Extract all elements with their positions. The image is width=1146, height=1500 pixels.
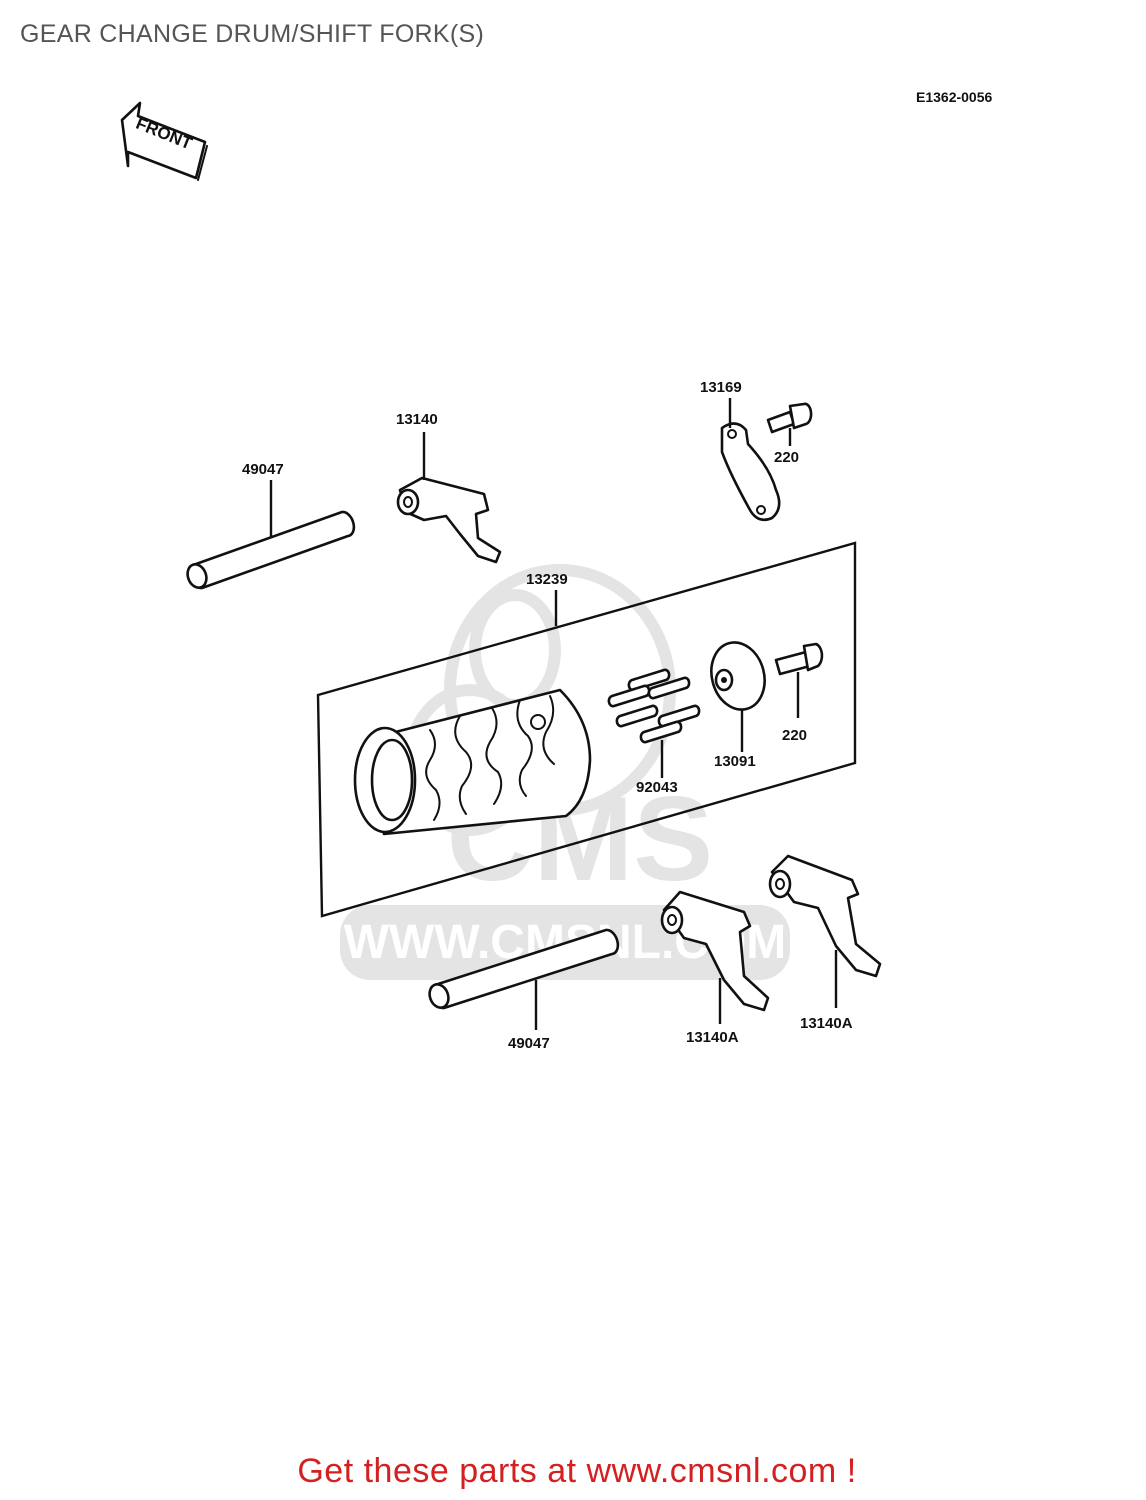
label-shift-rod-upper: 49047 [242, 461, 284, 478]
label-shift-fork-lower-a: 13140A [686, 1029, 739, 1046]
label-shift-rod-lower: 49047 [508, 1035, 550, 1052]
drum-pins: 92043 [607, 668, 701, 796]
shift-rod-lower: 49047 [428, 928, 620, 1052]
page-title: GEAR CHANGE DRUM/SHIFT FORK(S) [20, 20, 485, 48]
label-change-drum: 13239 [526, 571, 568, 588]
shift-rod-upper: 49047 [186, 461, 356, 590]
diagram-code: E1362-0056 [916, 89, 993, 105]
gear-change-drum [353, 688, 592, 836]
footer-link[interactable]: Get these parts at www.cmsnl.com ! [0, 1452, 1146, 1491]
label-pin-plate: 13091 [714, 753, 756, 770]
label-bolt-stopper: 220 [774, 449, 799, 466]
shift-fork-lower-a: 13140A [660, 890, 770, 1046]
stopper-plate: 13169 [700, 379, 781, 522]
label-shift-fork-upper: 13140 [396, 411, 438, 428]
label-bolt-pin-plate: 220 [782, 727, 807, 744]
pin-plate: 13091 [710, 641, 766, 770]
label-shift-fork-lower-b: 13140A [800, 1015, 853, 1032]
shift-fork-lower-b: 13140A [768, 854, 882, 1032]
front-arrow-icon: FRONT [120, 101, 208, 181]
change-drum-assembly: 13239 92043 [316, 541, 857, 918]
bolt-stopper: 220 [766, 402, 813, 466]
label-stopper-plate: 13169 [700, 379, 742, 396]
label-drum-pins: 92043 [636, 779, 678, 796]
footer-text: Get these parts at www.cmsnl.com ! [297, 1452, 857, 1490]
bolt-pin-plate: 220 [774, 642, 824, 744]
shift-fork-upper: 13140 [396, 411, 502, 564]
